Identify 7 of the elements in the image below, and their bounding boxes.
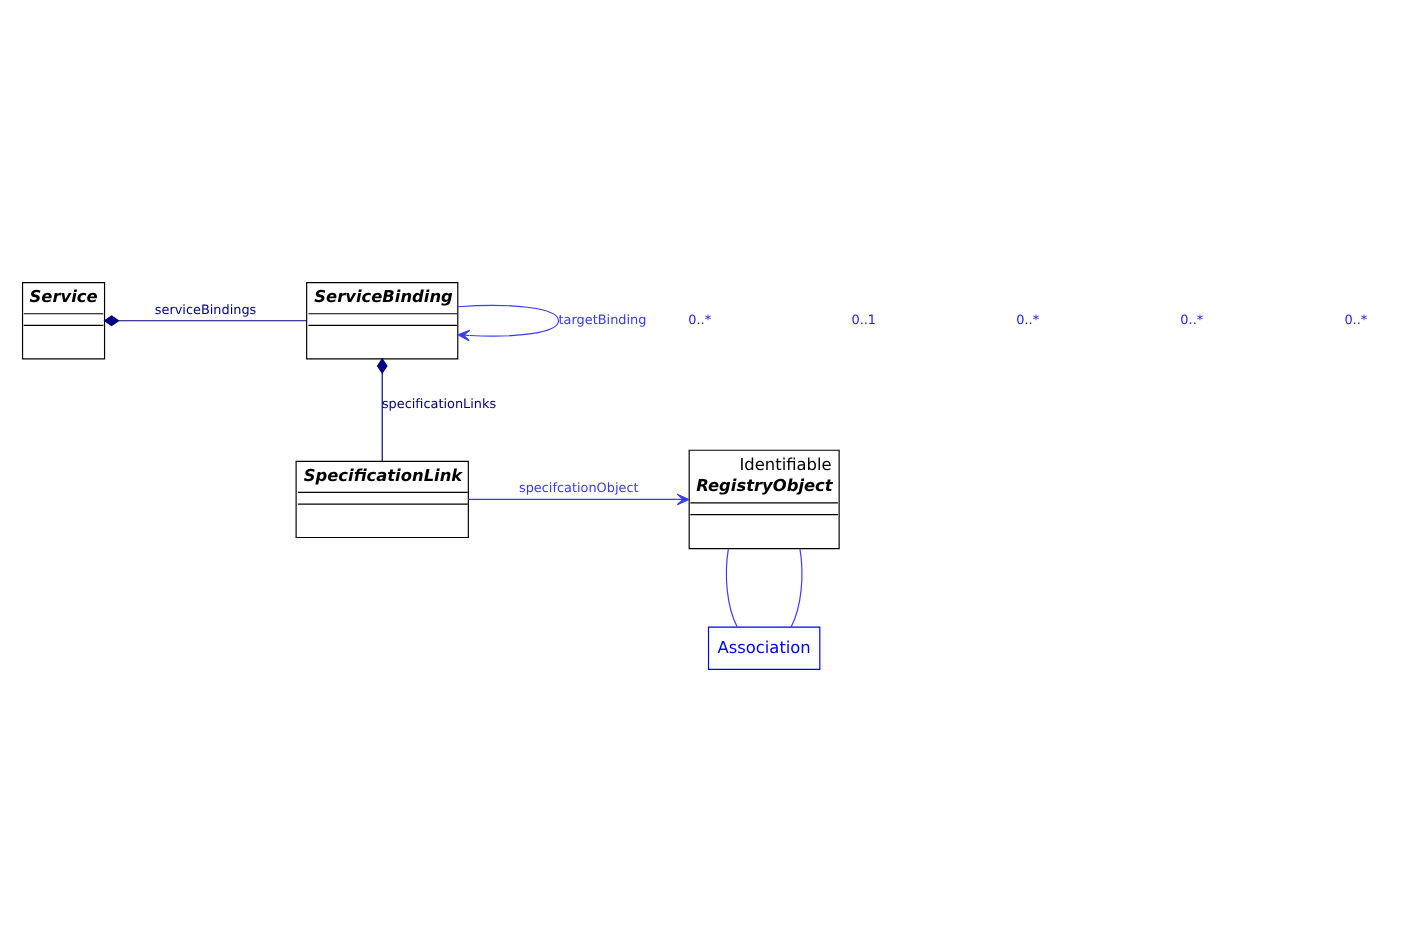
connector xyxy=(103,315,307,327)
connector xyxy=(725,548,738,628)
arrow xyxy=(457,304,560,342)
arrow xyxy=(467,493,690,506)
node-box: Association xyxy=(707,626,821,670)
connector xyxy=(790,548,803,628)
connector xyxy=(376,357,388,462)
